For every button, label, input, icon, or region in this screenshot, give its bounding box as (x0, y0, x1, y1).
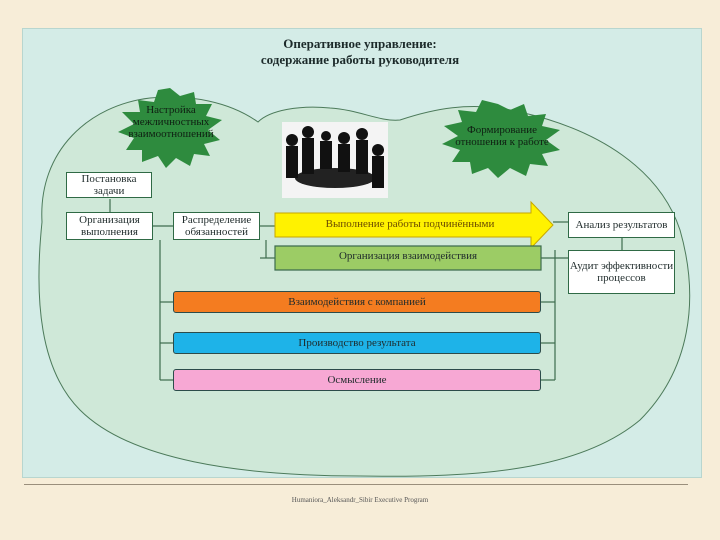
burst-text-relations: Настройка межличностных взаимоотношений (128, 104, 214, 141)
production-bar: Производство результата (173, 332, 541, 354)
interaction-org-label: Организация взаимодействия (338, 250, 478, 262)
burst-top-left (118, 88, 222, 168)
execution-org-box: Организация выполнения (66, 212, 153, 240)
burst-text-attitude: Формирование отношения к работе (455, 124, 549, 149)
page-title: Оперативное управление: (283, 36, 437, 51)
page-subtitle: содержание работы руководителя (260, 52, 460, 67)
duties-box: Распределение обязанностей (173, 212, 260, 240)
burst-top-right (442, 100, 560, 178)
meaning-bar: Осмысление (173, 369, 541, 391)
analysis-box: Анализ результатов (568, 212, 675, 238)
audit-box: Аудит эффективности процессов (568, 250, 675, 294)
company-interaction-bar: Взаимодействия с компанией (173, 291, 541, 313)
task-setting-box: Постановка задачи (66, 172, 152, 198)
footer-text: Humaniora_Aleksandr_Sibir Executive Prog… (291, 496, 429, 504)
footer-divider (24, 484, 688, 485)
work-done-label: Выполнение работы подчинёнными (325, 218, 495, 230)
